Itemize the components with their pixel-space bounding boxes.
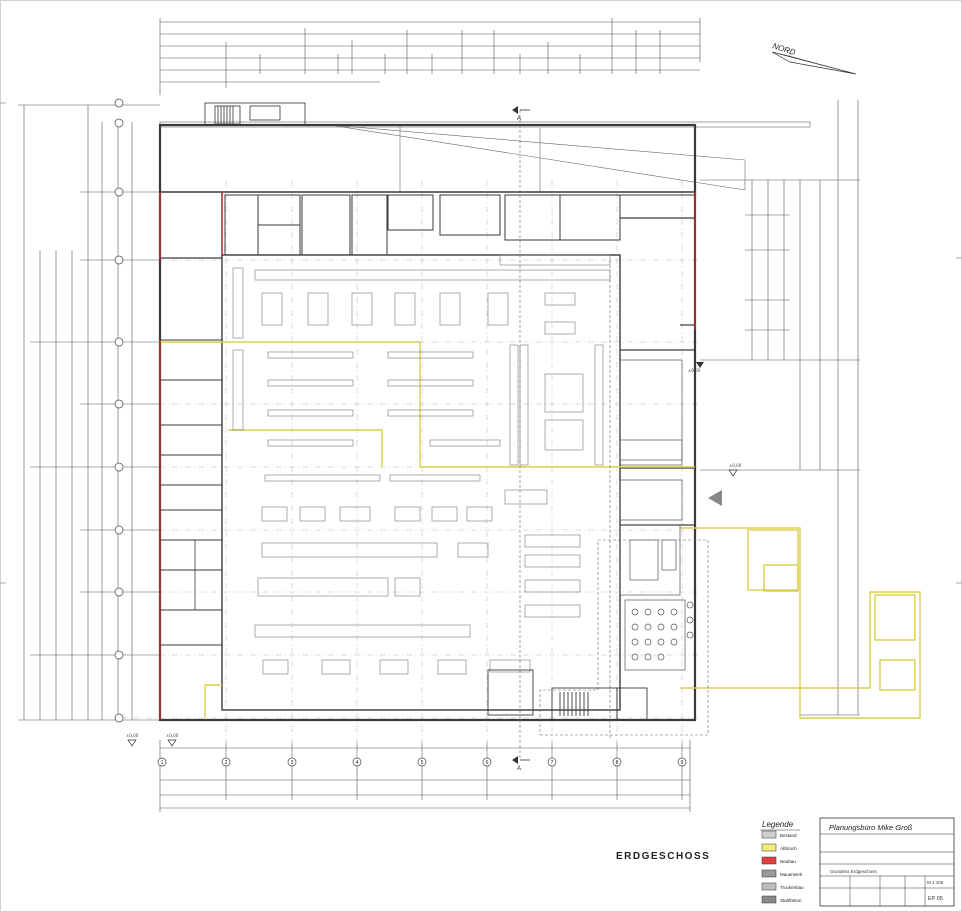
cafe-area bbox=[619, 359, 694, 671]
legend-item: Neubau bbox=[761, 856, 796, 865]
legend: Legende Bestand Abbruch Neubau Mauerwerk… bbox=[760, 820, 804, 904]
legend-item: Stahlbeton bbox=[761, 895, 802, 904]
legend-label: Abbruch bbox=[780, 846, 797, 851]
axis-number: 5 bbox=[421, 760, 424, 766]
section-marker-bottom: A bbox=[517, 766, 521, 772]
level-mark: ±0,00 bbox=[688, 368, 701, 373]
entrance-marker bbox=[708, 490, 722, 506]
legend-swatch bbox=[761, 843, 777, 852]
legend-label: Mauerwerk bbox=[780, 872, 803, 877]
axis-number: 7 bbox=[551, 760, 554, 766]
legend-label: Neubau bbox=[780, 859, 796, 864]
right-dimension-chains bbox=[700, 100, 860, 716]
level-mark: ±0,00 bbox=[166, 733, 179, 738]
legend-label: Trockenbau bbox=[780, 885, 804, 890]
bottom-axis-bubbles: 1 2 3 4 5 6 7 8 9 bbox=[157, 757, 687, 767]
legend-item: Trockenbau bbox=[761, 882, 804, 891]
section-cut-marks: A A bbox=[512, 106, 530, 772]
legend-swatch bbox=[761, 869, 777, 878]
drawing-scale: M 1:100 bbox=[927, 880, 944, 885]
grid-axes bbox=[120, 180, 700, 760]
bottom-dimension-chains bbox=[159, 740, 691, 812]
axis-bubble-9: 9 bbox=[677, 757, 687, 767]
legend-label: Bestand bbox=[780, 833, 797, 838]
axis-number: 6 bbox=[486, 760, 489, 766]
sales-floor-fixtures bbox=[232, 254, 611, 675]
drawing-name: Grundriss Erdgeschoss bbox=[830, 869, 878, 874]
level-mark: ±0,00 bbox=[729, 463, 742, 468]
legend-label: Stahlbeton bbox=[780, 898, 802, 903]
axis-number: 8 bbox=[616, 760, 619, 766]
axis-bubble-2: 2 bbox=[221, 757, 231, 767]
zone-outlines bbox=[519, 110, 709, 760]
demolition-lines bbox=[160, 341, 921, 719]
axis-number: 1 bbox=[161, 760, 164, 766]
axis-bubble-3: 3 bbox=[287, 757, 297, 767]
top-dimension-chains bbox=[159, 18, 701, 95]
axis-number: 9 bbox=[681, 760, 684, 766]
level-mark: ±0,00 bbox=[126, 733, 139, 738]
legend-item: Mauerwerk bbox=[761, 869, 803, 878]
office-name: Planungsbüro Mike Groß bbox=[829, 823, 913, 832]
axis-bubble-5: 5 bbox=[417, 757, 427, 767]
legend-swatch bbox=[761, 830, 777, 839]
legend-swatch bbox=[761, 882, 777, 891]
axis-bubble-1: 1 bbox=[157, 757, 167, 767]
legend-title: Legende bbox=[762, 820, 794, 829]
floor-label: ERDGESCHOSS bbox=[616, 851, 710, 862]
legend-item: Abbruch bbox=[761, 843, 797, 852]
axis-bubble-7: 7 bbox=[547, 757, 557, 767]
stair-wc-block bbox=[487, 669, 648, 721]
legend-swatch bbox=[761, 895, 777, 904]
axis-number: 3 bbox=[291, 760, 294, 766]
left-axis-bubbles bbox=[114, 98, 124, 723]
axis-bubble-4: 4 bbox=[352, 757, 362, 767]
axis-bubble-8: 8 bbox=[612, 757, 622, 767]
title-block: Planungsbüro Mike Groß Grundriss Erdgesc… bbox=[819, 817, 955, 907]
axis-number: 2 bbox=[225, 760, 228, 766]
section-marker-top: A bbox=[517, 116, 521, 122]
level-marks: ±0,00 ±0,00 ±0,00 ±0,00 bbox=[126, 362, 742, 747]
legend-item: Bestand bbox=[761, 830, 797, 839]
axis-number: 4 bbox=[356, 760, 359, 766]
new-build-walls bbox=[159, 192, 696, 720]
plan-number: EP 05 bbox=[928, 896, 943, 902]
top-row-rooms bbox=[224, 194, 696, 256]
legend-swatch bbox=[761, 856, 777, 865]
axis-bubble-6: 6 bbox=[482, 757, 492, 767]
